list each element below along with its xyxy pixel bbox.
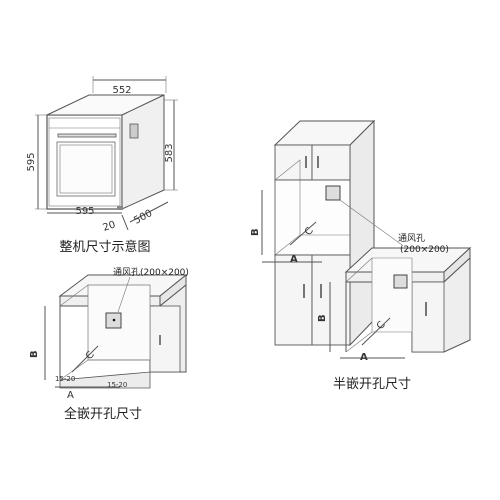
full-cabinet-door [149, 305, 181, 373]
semi-tall-side [349, 119, 375, 347]
oven-side [121, 94, 165, 210]
oven-handle [57, 133, 117, 138]
oven-window-inner [59, 144, 113, 194]
semi-vent-label-line2: (200×200) [400, 245, 449, 255]
full-vent-dot [112, 318, 116, 322]
oven-width-bottom-label: 595 [75, 206, 94, 217]
oven-foot [117, 206, 123, 210]
full-gap-left: 15-20 [55, 375, 75, 383]
oven-bracket [129, 123, 139, 139]
semi-vent-label-line1: 通风孔 [398, 233, 425, 244]
full-plinth [59, 371, 151, 389]
semi-lower-door-right [311, 254, 351, 346]
oven-caption: 整机尺寸示意图 [59, 239, 150, 255]
semi-inset-drawing: A B C A B C [250, 119, 472, 363]
semi-base-door [411, 281, 445, 353]
full-gap-right: 15-20 [107, 381, 127, 389]
oven-window [56, 141, 116, 197]
semi-lower-door-left [274, 254, 313, 346]
semi-inset-caption: 半嵌开孔尺寸 [333, 377, 411, 392]
oven-height-right-label: 583 [164, 143, 175, 162]
oven-height-left-label: 595 [26, 152, 37, 171]
full-vent-label: 通风孔(200×200) [113, 267, 189, 278]
semi-tall-vent [325, 185, 341, 201]
semi-base-label-a: A [360, 352, 368, 363]
oven-dimensions: 552 595 583 595 20 500 [26, 76, 178, 234]
full-inset-caption: 全嵌开孔尺寸 [64, 406, 142, 422]
semi-base-vent [393, 274, 408, 289]
semi-tall-label-b: B [250, 228, 261, 236]
full-label-a: A [67, 390, 74, 401]
full-label-b: B [29, 350, 40, 358]
semi-tall-label-a: A [290, 254, 298, 265]
full-inset-drawing: A B C 15-20 15-20 [29, 273, 188, 401]
semi-base-label-b: B [317, 314, 328, 322]
oven-width-top-label: 552 [112, 85, 131, 96]
oven-offset-label: 20 [102, 219, 118, 233]
oven-drawing [46, 94, 165, 210]
oven-flange [48, 117, 121, 207]
